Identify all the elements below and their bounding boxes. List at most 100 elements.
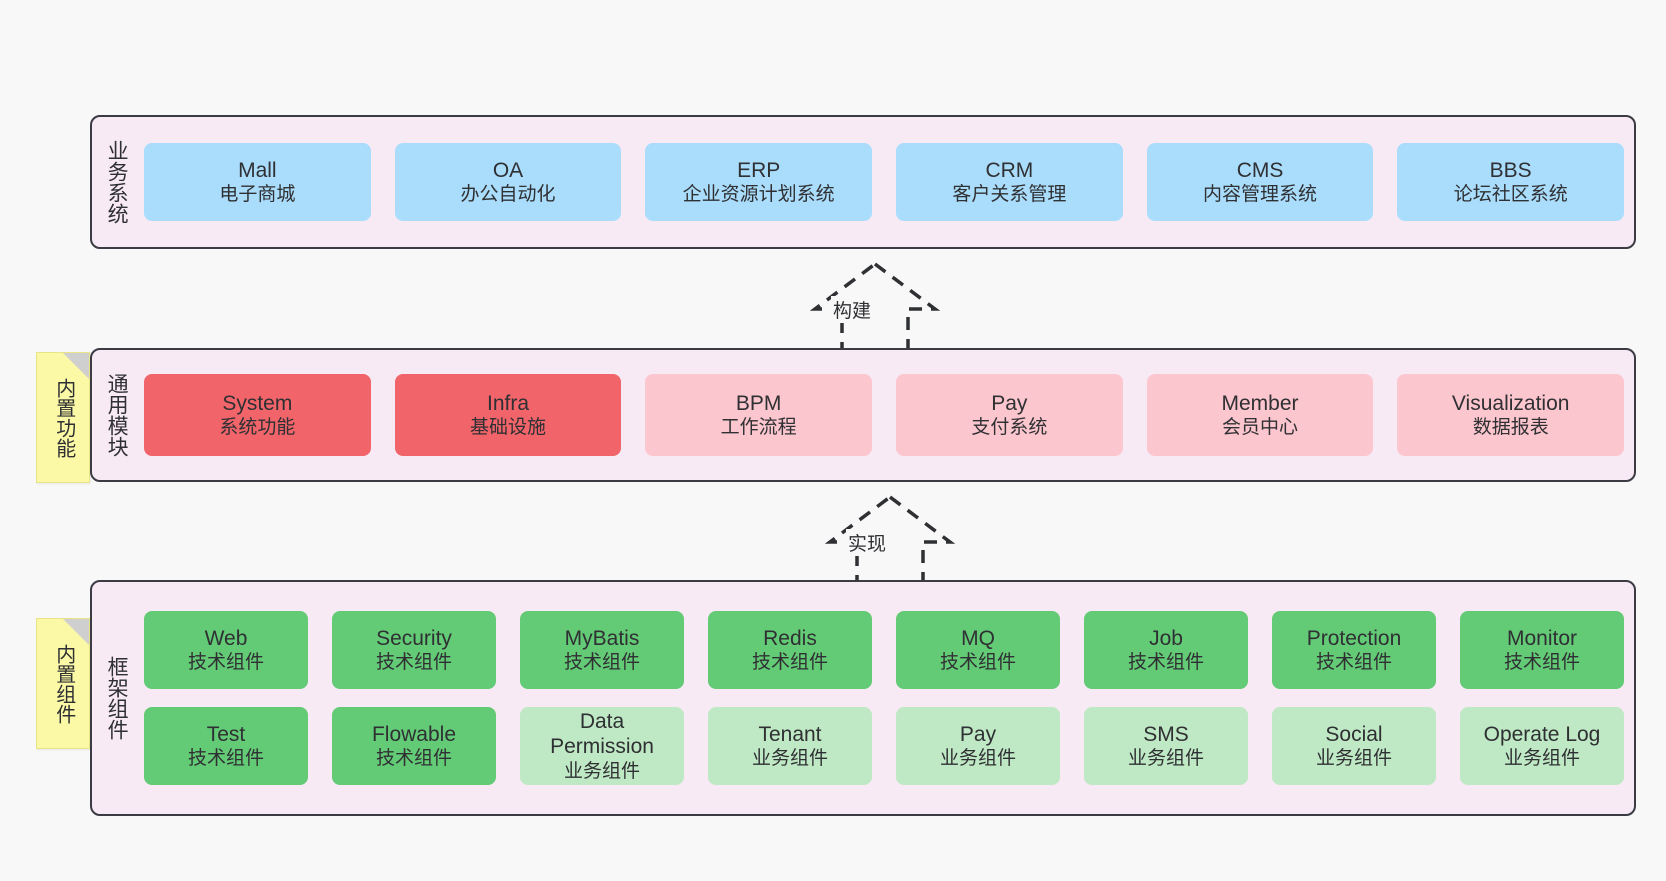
card-bpm[interactable]: BPM 工作流程 bbox=[645, 374, 873, 456]
card-subtitle: 企业资源计划系统 bbox=[682, 184, 835, 206]
card-oa[interactable]: OA 办公自动化 bbox=[394, 143, 622, 221]
sticky-fold-corner-icon bbox=[63, 619, 89, 645]
card-subtitle: 技术组件 bbox=[563, 652, 640, 674]
sticky-note-label: 内置功能 bbox=[52, 377, 75, 458]
card-subtitle: 技术组件 bbox=[1127, 652, 1204, 674]
layer-body-framework-components: Web 技术组件 Security 技术组件 MyBatis 技术组件 Redi… bbox=[140, 582, 1634, 814]
card-subtitle: 基础设施 bbox=[470, 417, 547, 439]
card-pay-component[interactable]: Pay 业务组件 bbox=[896, 707, 1060, 785]
card-title: Redis bbox=[763, 626, 817, 650]
card-title: Pay bbox=[959, 722, 997, 746]
card-subtitle: 工作流程 bbox=[720, 417, 797, 439]
card-subtitle: 技术组件 bbox=[1315, 652, 1392, 674]
card-subtitle: 系统功能 bbox=[219, 417, 296, 439]
card-title: Data Permission bbox=[550, 709, 654, 759]
layer-panel-common-modules: 通用模块 System 系统功能 Infra 基础设施 BPM 工作流程 Pay… bbox=[90, 348, 1636, 482]
connector-implement-label: 实现 bbox=[846, 529, 889, 556]
connector-build-label: 构建 bbox=[831, 296, 874, 323]
card-title: SMS bbox=[1143, 722, 1189, 746]
card-subtitle: 业务组件 bbox=[563, 761, 640, 783]
card-social[interactable]: Social 业务组件 bbox=[1272, 707, 1436, 785]
card-data-permission[interactable]: Data Permission 业务组件 bbox=[520, 707, 684, 785]
layer-title-framework-components: 框架组件 bbox=[105, 656, 129, 740]
card-title: Protection bbox=[1306, 626, 1402, 650]
card-title: CMS bbox=[1236, 158, 1284, 182]
card-title: Flowable bbox=[371, 722, 457, 746]
card-subtitle: 业务组件 bbox=[939, 748, 1016, 770]
card-subtitle: 业务组件 bbox=[751, 748, 828, 770]
card-job[interactable]: Job 技术组件 bbox=[1084, 611, 1248, 689]
card-flowable[interactable]: Flowable 技术组件 bbox=[332, 707, 496, 785]
card-operate-log[interactable]: Operate Log 业务组件 bbox=[1460, 707, 1624, 785]
card-subtitle: 技术组件 bbox=[939, 652, 1016, 674]
card-mybatis[interactable]: MyBatis 技术组件 bbox=[520, 611, 684, 689]
card-subtitle: 技术组件 bbox=[187, 748, 264, 770]
card-title: MQ bbox=[961, 626, 995, 650]
sticky-note-builtin-features: 内置功能 bbox=[36, 352, 90, 483]
card-title: Infra bbox=[486, 391, 530, 415]
layer-panel-framework-components: 框架组件 Web 技术组件 Security 技术组件 MyBatis 技术组件… bbox=[90, 580, 1636, 816]
card-subtitle: 数据报表 bbox=[1472, 417, 1549, 439]
card-test[interactable]: Test 技术组件 bbox=[144, 707, 308, 785]
card-title: OA bbox=[492, 158, 524, 182]
card-member[interactable]: Member 会员中心 bbox=[1146, 374, 1374, 456]
card-pay-module[interactable]: Pay 支付系统 bbox=[896, 374, 1123, 456]
card-title: Monitor bbox=[1506, 626, 1578, 650]
card-row: Web 技术组件 Security 技术组件 MyBatis 技术组件 Redi… bbox=[144, 611, 1624, 689]
card-subtitle: 办公自动化 bbox=[460, 184, 556, 206]
layer-title-common-modules: 通用模块 bbox=[105, 373, 129, 457]
card-row: Mall 电子商城 OA 办公自动化 ERP 企业资源计划系统 CRM 客户关系… bbox=[144, 143, 1625, 221]
card-row: System 系统功能 Infra 基础设施 BPM 工作流程 Pay 支付系统… bbox=[144, 374, 1625, 456]
card-crm[interactable]: CRM 客户关系管理 bbox=[896, 143, 1123, 221]
card-row: Test 技术组件 Flowable 技术组件 Data Permission … bbox=[144, 707, 1624, 785]
card-title: BBS bbox=[1489, 158, 1532, 182]
card-title: System bbox=[222, 391, 293, 415]
card-title: Job bbox=[1149, 626, 1183, 650]
card-title: ERP bbox=[737, 158, 781, 182]
connector-build: 构建 bbox=[795, 261, 955, 360]
card-subtitle: 客户关系管理 bbox=[952, 184, 1067, 206]
card-title: Mall bbox=[238, 158, 277, 182]
card-subtitle: 支付系统 bbox=[971, 417, 1048, 439]
card-web[interactable]: Web 技术组件 bbox=[144, 611, 308, 689]
card-subtitle: 业务组件 bbox=[1503, 748, 1580, 770]
card-security[interactable]: Security 技术组件 bbox=[332, 611, 496, 689]
card-subtitle: 业务组件 bbox=[1315, 748, 1392, 770]
card-title: Operate Log bbox=[1483, 722, 1601, 746]
card-erp[interactable]: ERP 企业资源计划系统 bbox=[645, 143, 873, 221]
card-title: Tenant bbox=[758, 722, 822, 746]
card-subtitle: 会员中心 bbox=[1222, 417, 1299, 439]
card-redis[interactable]: Redis 技术组件 bbox=[708, 611, 872, 689]
card-subtitle: 论坛社区系统 bbox=[1453, 184, 1568, 206]
card-subtitle: 技术组件 bbox=[375, 748, 452, 770]
card-bbs[interactable]: BBS 论坛社区系统 bbox=[1397, 143, 1625, 221]
card-title: Pay bbox=[991, 391, 1028, 415]
layer-title-business-systems: 业务系统 bbox=[105, 140, 129, 224]
card-title: Member bbox=[1221, 391, 1299, 415]
card-cms[interactable]: CMS 内容管理系统 bbox=[1146, 143, 1374, 221]
card-sms[interactable]: SMS 业务组件 bbox=[1084, 707, 1248, 785]
card-subtitle: 技术组件 bbox=[375, 652, 452, 674]
card-title: Web bbox=[204, 626, 248, 650]
card-title: BPM bbox=[735, 391, 782, 415]
card-title: Visualization bbox=[1451, 391, 1570, 415]
card-title: Test bbox=[206, 722, 246, 746]
card-subtitle: 业务组件 bbox=[1127, 748, 1204, 770]
card-mq[interactable]: MQ 技术组件 bbox=[896, 611, 1060, 689]
connector-build-arrow-icon bbox=[809, 261, 941, 360]
card-subtitle: 技术组件 bbox=[751, 652, 828, 674]
card-mall[interactable]: Mall 电子商城 bbox=[144, 143, 371, 221]
card-system[interactable]: System 系统功能 bbox=[144, 374, 371, 456]
card-monitor[interactable]: Monitor 技术组件 bbox=[1460, 611, 1624, 689]
layer-body-business-systems: Mall 电子商城 OA 办公自动化 ERP 企业资源计划系统 CRM 客户关系… bbox=[140, 117, 1634, 247]
card-subtitle: 技术组件 bbox=[1503, 652, 1580, 674]
card-visualization[interactable]: Visualization 数据报表 bbox=[1397, 374, 1625, 456]
sticky-note-label: 内置组件 bbox=[52, 643, 75, 724]
card-protection[interactable]: Protection 技术组件 bbox=[1272, 611, 1436, 689]
card-infra[interactable]: Infra 基础设施 bbox=[394, 374, 622, 456]
connector-implement: 实现 bbox=[810, 494, 970, 593]
connector-implement-arrow-icon bbox=[824, 494, 956, 593]
card-tenant[interactable]: Tenant 业务组件 bbox=[708, 707, 872, 785]
card-title: CRM bbox=[985, 158, 1034, 182]
